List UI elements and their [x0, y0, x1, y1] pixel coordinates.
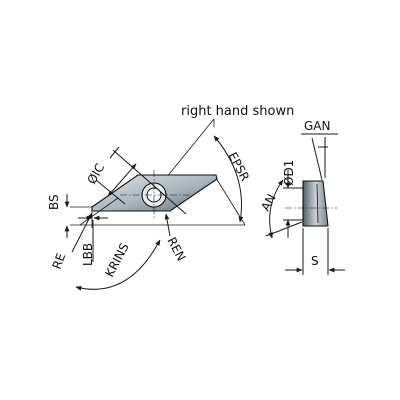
side-view-edge — [316, 183, 319, 224]
ic-dim-line — [107, 163, 137, 197]
krins-ref-line — [79, 197, 119, 226]
krins-arc — [75, 239, 161, 291]
bs-label: BS — [47, 194, 61, 210]
krins-label: KRINS — [102, 241, 131, 280]
insert-top-view — [91, 170, 218, 220]
an-label: AN — [258, 192, 278, 214]
ic-ext-1 — [109, 146, 120, 159]
epsr-label: EPSR — [225, 150, 252, 184]
ren-label: REN — [164, 235, 188, 264]
s-label: S — [311, 254, 319, 268]
side-view-body — [302, 180, 329, 227]
ren-leader — [164, 213, 171, 237]
view-title: right hand shown — [181, 104, 294, 119]
gan-label: GAN — [304, 119, 330, 133]
insert-side-view — [285, 180, 338, 227]
ic-ext-2 — [112, 149, 187, 215]
re-label: RE — [50, 251, 69, 271]
ic-label: ØIC — [84, 161, 107, 187]
epsr-arc — [213, 135, 244, 223]
gan-ext-1 — [311, 137, 323, 181]
an-arc — [268, 179, 284, 239]
d1-label: ØD1 — [282, 160, 296, 186]
an-ext — [265, 221, 303, 237]
lbb-label: LBB — [81, 243, 95, 266]
